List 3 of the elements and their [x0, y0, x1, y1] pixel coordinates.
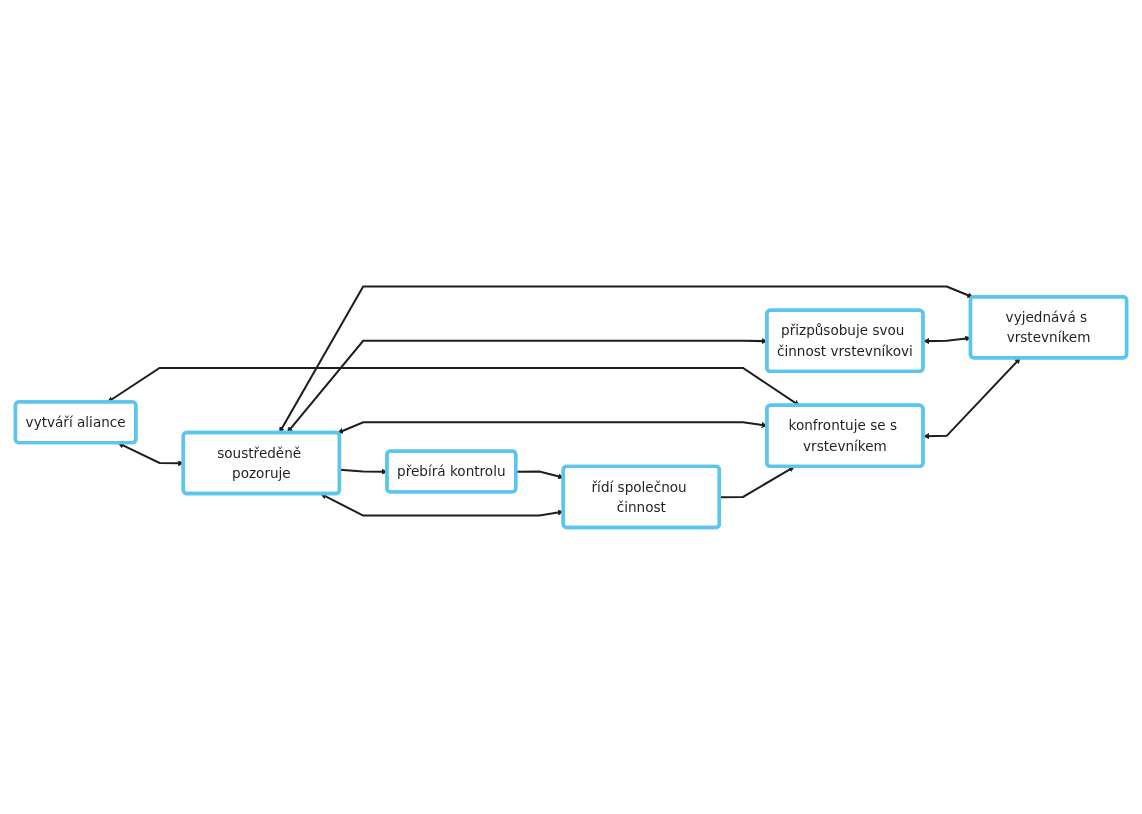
- arrow: [279, 285, 974, 433]
- arrow: [107, 366, 800, 406]
- arrow: [923, 357, 1021, 440]
